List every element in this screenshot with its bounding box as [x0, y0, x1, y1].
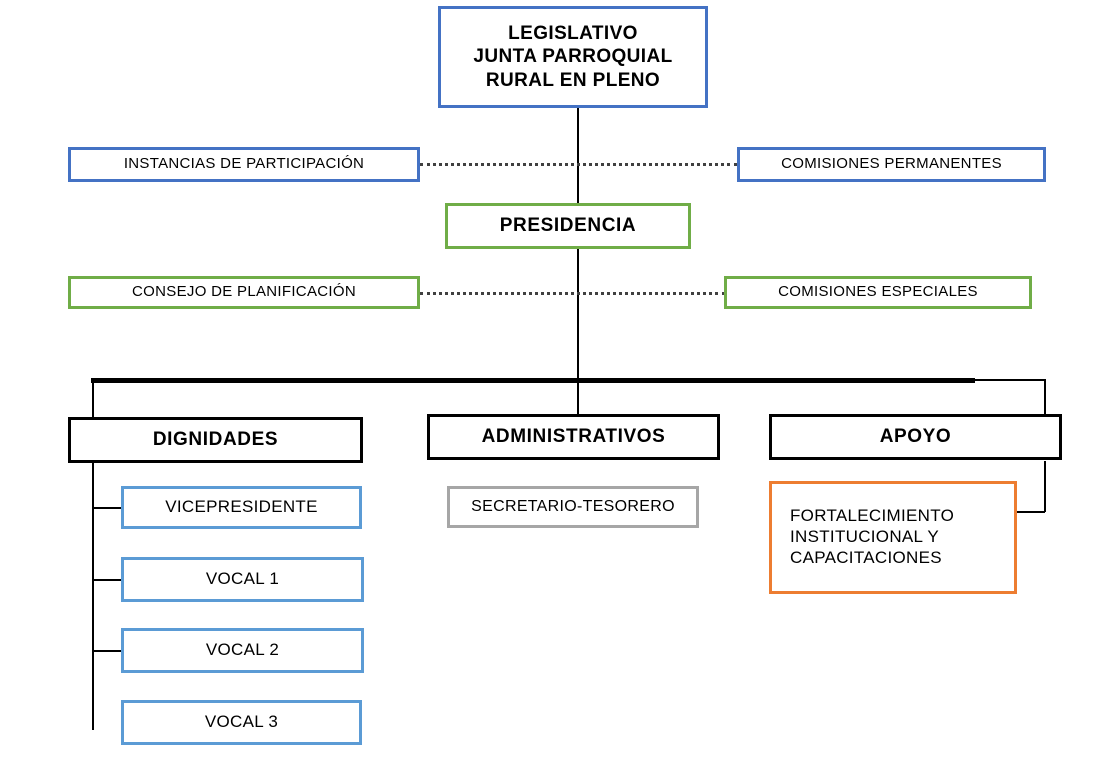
connector-main-bus	[91, 378, 975, 383]
connector-dignidades-rail	[92, 462, 94, 730]
node-consejo-planificacion[interactable]: CONSEJO DE PLANIFICACIÓN	[68, 276, 420, 309]
node-comisiones-permanentes-label: COMISIONES PERMANENTES	[781, 155, 1002, 173]
connector-bus-apoyo	[1044, 379, 1046, 415]
node-vocal-1-label: VOCAL 1	[205, 569, 280, 589]
connector-rail-fortalecimiento	[1015, 511, 1045, 513]
node-dignidades[interactable]: DIGNIDADES	[68, 417, 363, 463]
node-apoyo[interactable]: APOYO	[769, 414, 1062, 460]
node-vocal-3-label: VOCAL 3	[204, 712, 279, 732]
node-legislativo[interactable]: LEGISLATIVO JUNTA PARROQUIAL RURAL EN PL…	[438, 6, 708, 108]
node-vocal-1[interactable]: VOCAL 1	[121, 557, 364, 602]
connector-rail-vocal-2	[92, 650, 122, 652]
connector-dotted-planificacion-row	[420, 292, 725, 295]
connector-rail-vocal-1	[92, 579, 122, 581]
node-vocal-2[interactable]: VOCAL 2	[121, 628, 364, 673]
node-fortalecimiento-institucional[interactable]: FORTALECIMIENTO INSTITUCIONAL Y CAPACITA…	[769, 481, 1017, 594]
node-vocal-2-label: VOCAL 2	[205, 640, 280, 660]
node-presidencia[interactable]: PRESIDENCIA	[445, 203, 691, 249]
node-legislativo-label: LEGISLATIVO JUNTA PARROQUIAL RURAL EN PL…	[473, 23, 673, 91]
node-vicepresidente-label: VICEPRESIDENTE	[165, 497, 318, 517]
node-consejo-planificacion-label: CONSEJO DE PLANIFICACIÓN	[132, 283, 356, 301]
connector-dotted-participacion-row	[420, 163, 737, 166]
connector-bus-dignidades	[92, 378, 94, 418]
node-presidencia-label: PRESIDENCIA	[499, 215, 637, 237]
node-comisiones-permanentes[interactable]: COMISIONES PERMANENTES	[737, 147, 1046, 182]
node-instancias-participacion-label: INSTANCIAS DE PARTICIPACIÓN	[123, 155, 365, 173]
node-fortalecimiento-institucional-label: FORTALECIMIENTO INSTITUCIONAL Y CAPACITA…	[790, 506, 955, 567]
connector-rail-vicepresidente	[92, 507, 122, 509]
node-instancias-participacion[interactable]: INSTANCIAS DE PARTICIPACIÓN	[68, 147, 420, 182]
node-secretario-tesorero-label: SECRETARIO-TESORERO	[471, 498, 675, 516]
connector-bus-administrativos	[577, 378, 579, 414]
node-apoyo-label: APOYO	[879, 426, 952, 448]
node-vocal-3[interactable]: VOCAL 3	[121, 700, 362, 745]
node-secretario-tesorero[interactable]: SECRETARIO-TESORERO	[447, 486, 699, 528]
node-dignidades-label: DIGNIDADES	[152, 429, 279, 451]
node-comisiones-especiales-label: COMISIONES ESPECIALES	[778, 283, 978, 301]
connector-main-bus-extension	[973, 379, 1045, 381]
node-vicepresidente[interactable]: VICEPRESIDENTE	[121, 486, 362, 529]
node-administrativos[interactable]: ADMINISTRATIVOS	[427, 414, 720, 460]
connector-presidencia-bus	[577, 249, 579, 380]
connector-legislativo-presidencia	[577, 108, 579, 203]
connector-apoyo-rail	[1044, 461, 1046, 512]
node-comisiones-especiales[interactable]: COMISIONES ESPECIALES	[724, 276, 1032, 309]
node-administrativos-label: ADMINISTRATIVOS	[481, 426, 666, 448]
